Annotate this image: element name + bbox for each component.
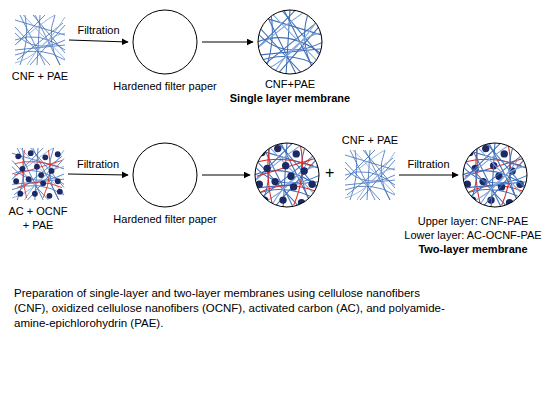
- membrane-title: Single layer membrane: [223, 91, 357, 105]
- process-arrow: [68, 174, 128, 175]
- node-label: AC + OCNF + PAE: [4, 204, 72, 232]
- circle-outline: [133, 143, 197, 207]
- node-text-group: Upper layer: CNF-PAELower layer: AC-OCNF…: [398, 214, 548, 256]
- figure-caption: Preparation of single-layer and two-laye…: [14, 286, 454, 331]
- node-label: Lower layer: AC-OCNF-PAE: [398, 228, 548, 242]
- node-text-group: CNF + PAE: [330, 133, 410, 147]
- filter-circle: Hardened filter paper: [132, 142, 198, 208]
- node-label: Hardened filter paper: [108, 79, 222, 93]
- circle-outline: [132, 9, 198, 75]
- circle-outline: [132, 142, 198, 208]
- circle-outline: [258, 10, 322, 74]
- membrane-fibers: [257, 9, 323, 75]
- circle-outline: [463, 143, 527, 207]
- step-label: Filtration: [77, 158, 119, 170]
- node-text-group: Hardened filter paper: [108, 212, 222, 226]
- node-label: Hardened filter paper: [108, 212, 222, 226]
- fiber-tangle: [345, 150, 395, 200]
- filter-circle: [254, 142, 320, 208]
- activated-carbon: [13, 150, 63, 199]
- filter-circle: CNF+PAESingle layer membrane: [257, 9, 323, 75]
- material-square: AC + OCNF + PAE: [12, 148, 64, 200]
- circle-outline: [257, 9, 323, 75]
- membrane-carbon: [254, 142, 320, 208]
- two-layer-fill: [462, 142, 528, 208]
- process-arrow: [202, 175, 250, 176]
- circle-outline: [133, 10, 197, 74]
- membrane-title: Two-layer membrane: [398, 242, 548, 256]
- process-arrow: [202, 42, 253, 43]
- circle-outline: [254, 142, 320, 208]
- node-label: Upper layer: CNF-PAE: [398, 214, 548, 228]
- material-square: CNF + PAE: [345, 150, 395, 200]
- plus-sign: +: [325, 164, 334, 182]
- fiber-tangle: [257, 9, 323, 75]
- fiber-tangle: [254, 142, 320, 208]
- step-label: Filtration: [77, 24, 119, 36]
- filter-circle: Upper layer: CNF-PAELower layer: AC-OCNF…: [462, 142, 528, 208]
- node-text-group: CNF + PAE: [0, 69, 80, 83]
- step-label: Filtration: [407, 158, 449, 170]
- process-arrow: [399, 175, 458, 176]
- node-label: CNF + PAE: [0, 69, 80, 83]
- node-label: CNF + PAE: [330, 133, 410, 147]
- circle-outline: [255, 143, 319, 207]
- node-label: CNF+PAE: [223, 77, 357, 91]
- node-text-group: AC + OCNF + PAE: [4, 204, 72, 232]
- filter-circle: Hardened filter paper: [132, 9, 198, 75]
- material-square: CNF + PAE: [15, 15, 65, 65]
- node-text-group: Hardened filter paper: [108, 79, 222, 93]
- circle-outline: [462, 142, 528, 208]
- fiber-tangle: [15, 15, 65, 65]
- node-text-group: CNF+PAESingle layer membrane: [223, 77, 357, 105]
- activated-carbon: [256, 145, 319, 207]
- fiber-tangle: [12, 148, 64, 200]
- fiber-tangle: [462, 142, 528, 208]
- process-arrow: [69, 40, 128, 42]
